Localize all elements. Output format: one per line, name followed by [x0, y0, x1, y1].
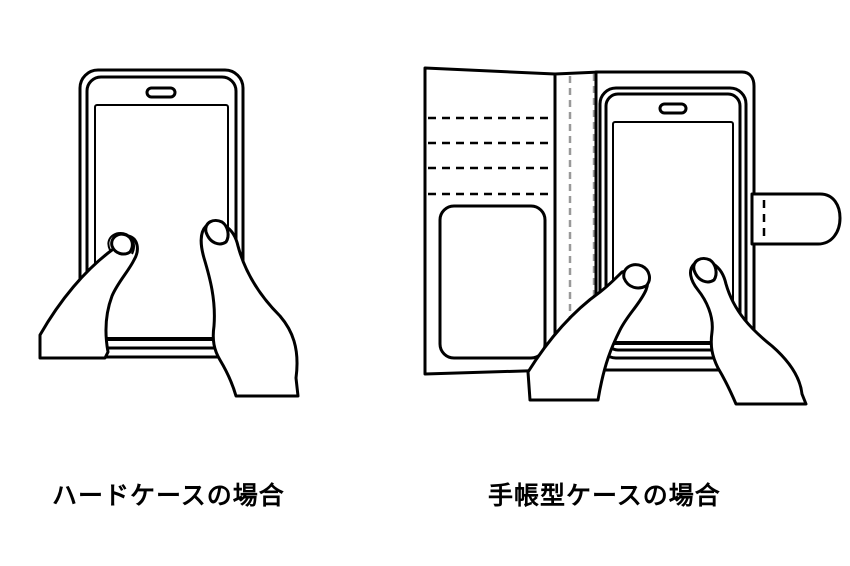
speaker-icon	[145, 86, 177, 99]
speaker-icon	[658, 102, 688, 115]
hand-right-icon	[689, 256, 808, 406]
hand-left-icon	[526, 263, 651, 402]
notebook-case	[423, 66, 842, 376]
caption-hard-case: ハードケースの場合	[52, 481, 285, 510]
hand-left-icon	[38, 232, 139, 360]
hard-case-phone	[78, 68, 245, 359]
hand-right-icon	[199, 218, 300, 398]
caption-notebook-case: 手帳型ケースの場合	[488, 481, 721, 510]
